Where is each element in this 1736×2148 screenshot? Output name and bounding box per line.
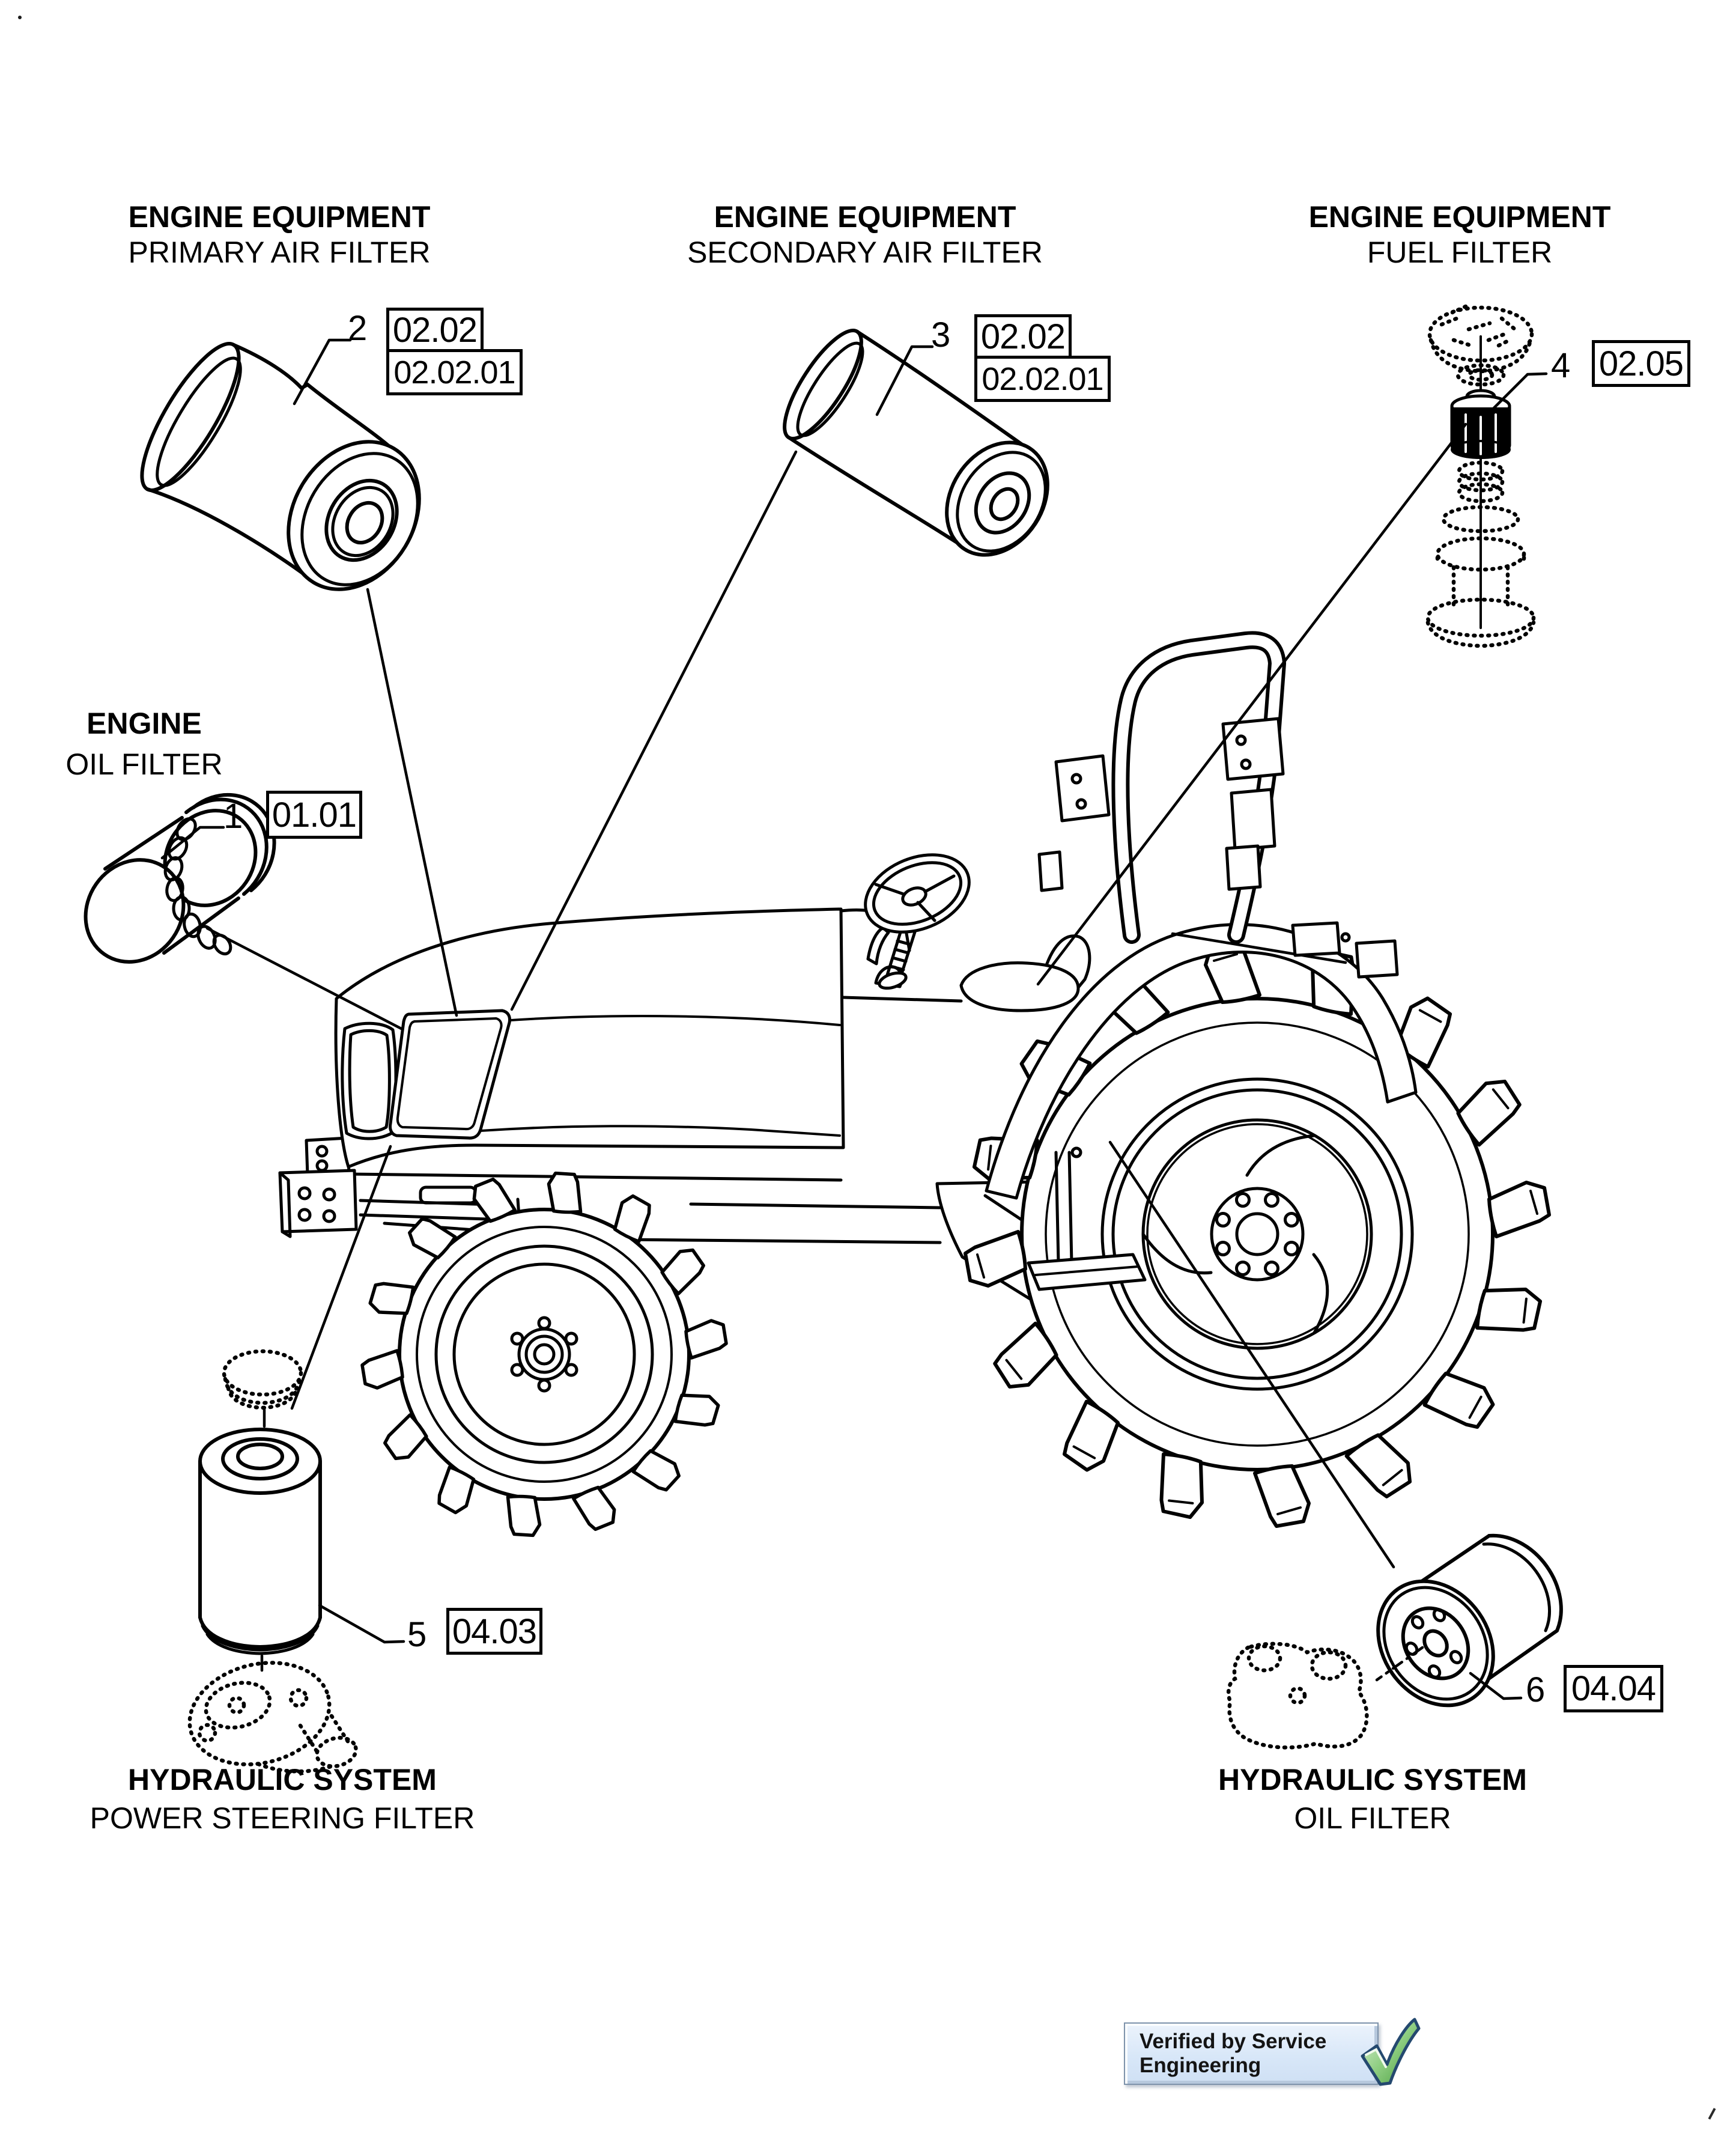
ref-box-fuel-0205[interactable]: 02.05	[1592, 340, 1690, 387]
ref-box-primary-020201[interactable]: 02.02.01	[386, 349, 523, 395]
ref-box-secondary-0202[interactable]: 02.02	[974, 314, 1072, 359]
page-corner-dot	[18, 16, 22, 19]
front-weight-bracket	[278, 1136, 358, 1238]
rear-fender	[985, 921, 1418, 1200]
ref-box-power-steering-0403[interactable]: 04.03	[446, 1608, 542, 1655]
power-steering-title: HYDRAULIC SYSTEM	[128, 1763, 437, 1797]
hydraulic-oil-title: HYDRAULIC SYSTEM	[1218, 1763, 1527, 1797]
leader-callout-2	[293, 338, 352, 406]
tractor-hood	[334, 907, 845, 1169]
ref-box-secondary-020201[interactable]: 02.02.01	[974, 356, 1111, 402]
step-assembly	[1027, 1151, 1147, 1291]
ref-box-primary-0202[interactable]: 02.02	[386, 308, 484, 352]
rear-wheel	[965, 942, 1549, 1526]
secondary-air-filter-illustration	[783, 329, 1049, 557]
tractor-illustration	[278, 631, 1549, 1539]
pointer-power-steering	[290, 1145, 392, 1410]
ref-box-engine-oil-0101[interactable]: 01.01	[266, 791, 362, 839]
hydraulic-oil-subtitle: OIL FILTER	[1294, 1801, 1451, 1835]
callout-3: 3	[931, 315, 951, 354]
secondary-air-subtitle: SECONDARY AIR FILTER	[687, 236, 1043, 269]
primary-air-filter-illustration	[140, 342, 421, 591]
fuel-filter-element	[1450, 389, 1511, 459]
pointer-engine-oil	[205, 926, 403, 1030]
fuel-filter-illustration	[1425, 304, 1536, 648]
hydraulic-oil-filter-illustration	[1227, 1533, 1563, 1750]
primary-air-title: ENGINE EQUIPMENT	[128, 200, 431, 234]
pointer-primary-air	[366, 588, 458, 1017]
front-wheel	[362, 1169, 726, 1539]
power-steering-subtitle: POWER STEERING FILTER	[90, 1801, 475, 1835]
callout-5: 5	[407, 1615, 427, 1654]
leader-callout-3	[875, 345, 934, 416]
callout-2: 2	[348, 309, 368, 348]
hydraulic-manifold-dotted	[1227, 1641, 1369, 1750]
engine-oil-subtitle: OIL FILTER	[65, 747, 223, 781]
pointer-hydraulic-oil	[1108, 1140, 1395, 1569]
callout-4: 4	[1551, 346, 1571, 385]
leader-callout-4	[1487, 372, 1548, 415]
pointer-secondary-air	[510, 450, 798, 1011]
engine-oil-title: ENGINE	[86, 707, 202, 740]
fuel-title: ENGINE EQUIPMENT	[1308, 200, 1611, 234]
primary-air-subtitle: PRIMARY AIR FILTER	[128, 236, 431, 269]
verified-badge: Verified by Service Engineering	[1124, 2022, 1379, 2085]
rops-roll-bar	[1037, 631, 1286, 944]
callout-6: 6	[1526, 1670, 1546, 1709]
pointer-fuel	[1036, 422, 1467, 986]
engine-oil-filter-illustration	[83, 793, 276, 964]
power-steering-housing-dotted	[187, 1661, 358, 1774]
leader-callout-5	[318, 1604, 405, 1644]
fuel-subtitle: FUEL FILTER	[1367, 236, 1553, 269]
verified-checkmark-icon	[1361, 2018, 1421, 2086]
callout-1: 1	[223, 797, 243, 836]
leader-callout-1	[160, 826, 225, 860]
power-steering-filter-illustration	[187, 1349, 358, 1774]
verified-badge-text: Verified by Service Engineering	[1140, 2030, 1327, 2077]
seat	[959, 934, 1091, 1012]
leader-lines	[160, 338, 1548, 1700]
steering-wheel	[864, 853, 971, 990]
ref-box-hydraulic-oil-0404[interactable]: 04.04	[1564, 1665, 1663, 1712]
leader-callout-6	[1469, 1672, 1523, 1700]
secondary-air-title: ENGINE EQUIPMENT	[714, 200, 1016, 234]
